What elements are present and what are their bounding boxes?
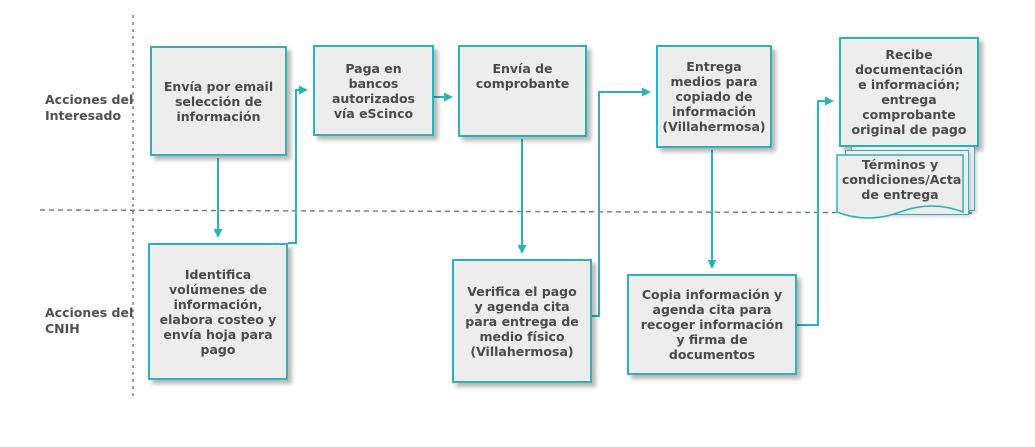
step-entrega-medios-text: Entrega medios para copiado de informaci… xyxy=(662,59,766,134)
step-recibe-documentacion: Recibe documentación e información; entr… xyxy=(839,37,979,147)
step-identifica-volumenes: Identifica volúmenes de información, ela… xyxy=(148,243,288,380)
step-copia-informacion-text: Copia información y agenda cita para rec… xyxy=(640,287,784,362)
step-envia-seleccion-text: Envía por email selección de información xyxy=(163,78,274,124)
step-verifica-pago-text: Verifica el pago y agenda cita para entr… xyxy=(465,283,579,359)
lane-label-interesado: Acciones del Interesado xyxy=(45,92,133,124)
step-envia-comprobante-text: Envía de comprobante xyxy=(475,61,570,91)
lane-label-interesado-line1: Acciones del xyxy=(45,92,134,107)
lane-label-cnih-line2: CNIH xyxy=(45,321,80,336)
document-text: Términos y condiciones/Acta de entrega xyxy=(842,157,962,202)
lane-label-cnih-line1: Acciones del xyxy=(45,305,134,320)
horizontal-lane-divider xyxy=(39,209,976,214)
step-identifica-volumenes-text: Identifica volúmenes de información, ela… xyxy=(159,266,277,357)
step-paga-bancos: Paga en bancos autorizados vía eScinco xyxy=(313,45,434,136)
arrow-s7-to-s8 xyxy=(797,96,834,326)
step-copia-informacion: Copia información y agenda cita para rec… xyxy=(627,274,797,375)
step-entrega-medios: Entrega medios para copiado de informaci… xyxy=(656,45,772,148)
step-paga-bancos-text: Paga en bancos autorizados vía eScinco xyxy=(331,61,416,121)
step-envia-seleccion: Envía por email selección de información xyxy=(150,46,287,156)
step-verifica-pago: Verifica el pago y agenda cita para entr… xyxy=(452,259,592,383)
step-recibe-documentacion-text: Recibe documentación e información; entr… xyxy=(851,47,967,137)
lane-label-cnih: Acciones del CNIH xyxy=(45,305,133,337)
arrow-s5-to-s6 xyxy=(592,87,651,317)
step-envia-comprobante: Envía de comprobante xyxy=(458,45,587,137)
arrow-s2-to-s3 xyxy=(288,85,308,244)
lane-label-interesado-line2: Interesado xyxy=(45,108,122,123)
